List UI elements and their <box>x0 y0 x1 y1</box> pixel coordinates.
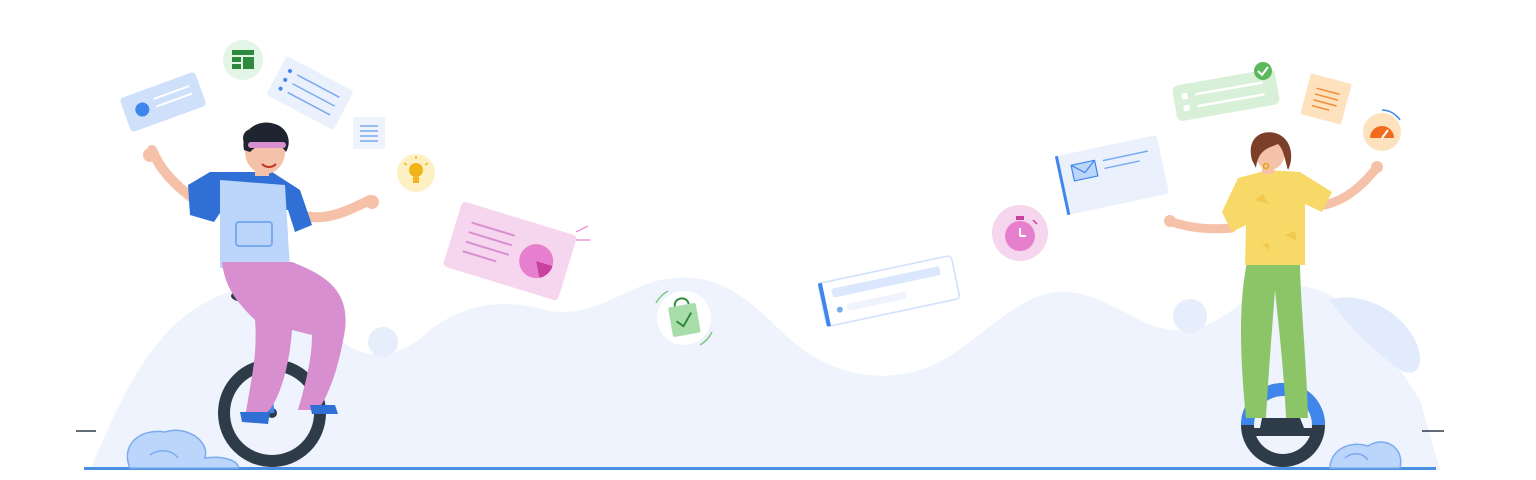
notes-document-icon <box>1300 73 1352 125</box>
check-badge-icon <box>1254 62 1272 80</box>
checklist-document-icon <box>267 56 353 130</box>
bush-right <box>1329 441 1402 469</box>
mail-card-icon <box>1054 135 1169 216</box>
ground-line <box>84 467 1436 470</box>
checked-list-card-icon <box>1172 69 1280 121</box>
layout-grid-icon <box>223 40 263 80</box>
speedometer-icon <box>1363 109 1401 151</box>
woman-on-monowheel <box>1164 132 1383 467</box>
shopping-bag-check-icon <box>655 290 713 346</box>
man-on-unicycle <box>143 122 379 467</box>
pie-chart-document-icon <box>443 201 577 301</box>
profile-card-icon <box>120 72 206 132</box>
pie-doc-sparkle-1 <box>575 225 589 233</box>
lightbulb-icon <box>397 154 435 192</box>
text-lines-icon <box>353 117 385 149</box>
stopwatch-icon <box>992 205 1048 261</box>
background-hills <box>90 277 1440 470</box>
bush-left <box>126 429 239 469</box>
decor-dot-right <box>1173 299 1207 333</box>
form-card-icon <box>817 255 961 327</box>
hill-highlight-right <box>1330 297 1420 373</box>
decor-dot-left <box>368 327 398 357</box>
